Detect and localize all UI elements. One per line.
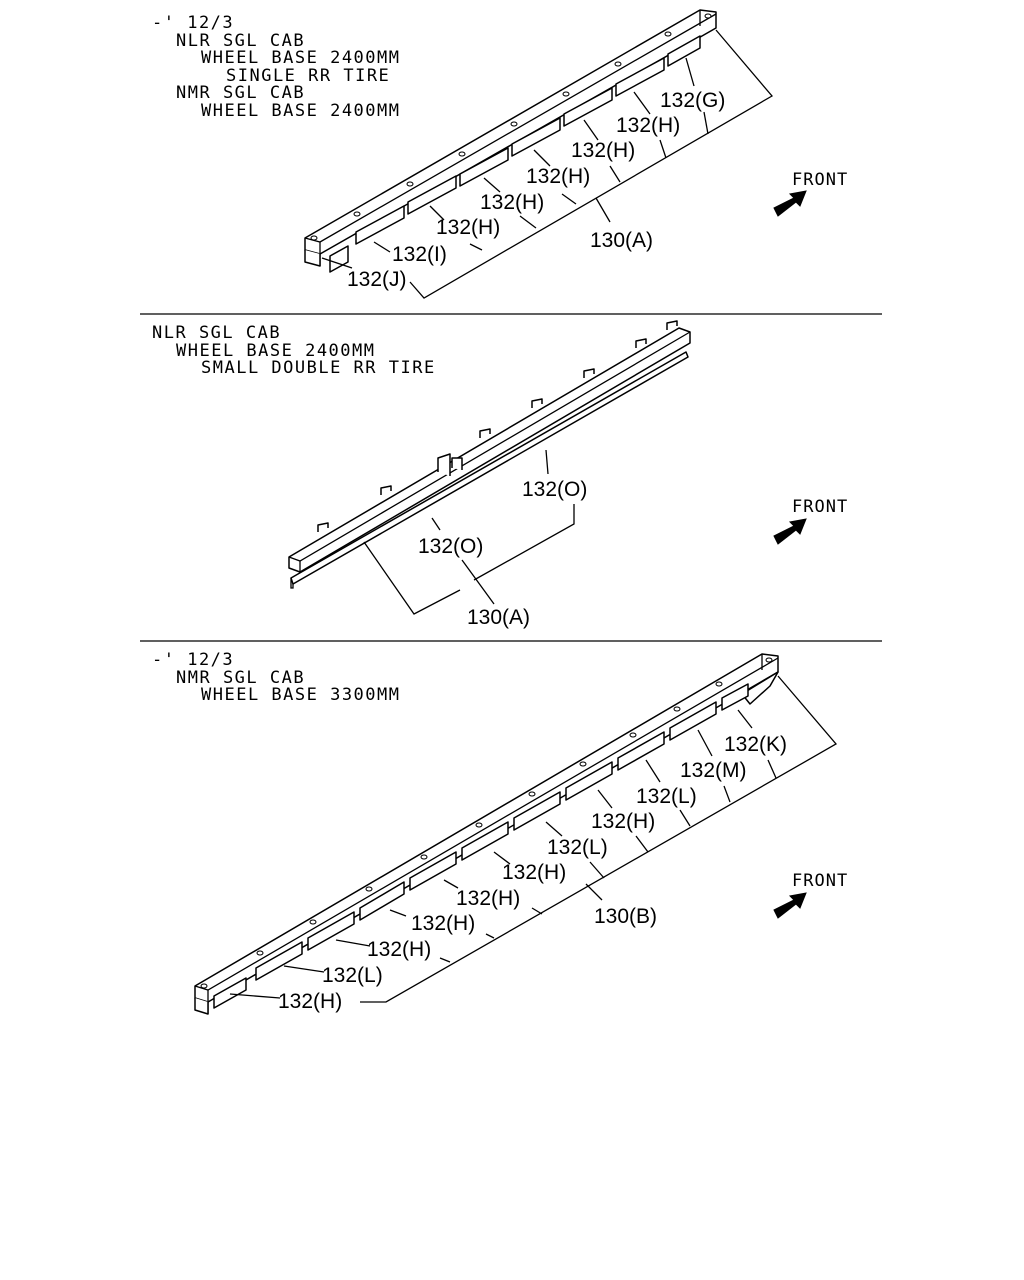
rail-130b — [194, 653, 779, 1015]
header-line: -' 12/3 — [152, 650, 234, 670]
spacer-blocks — [213, 683, 749, 1009]
callout-label: 132(H) — [616, 114, 680, 137]
header-line: SINGLE RR TIRE — [226, 66, 390, 86]
callout-label: 132(H) — [367, 938, 431, 961]
spacer-blocks — [329, 35, 701, 273]
front-label: FRONT — [792, 497, 848, 517]
callout-label: 132(H) — [480, 191, 544, 214]
callout-label: 132(H) — [456, 887, 520, 910]
callout-label: 132(H) — [526, 165, 590, 188]
callout-label: 132(H) — [591, 810, 655, 833]
rail-holes — [200, 657, 773, 989]
front-label: FRONT — [792, 170, 848, 190]
header-line: SMALL DOUBLE RR TIRE — [201, 358, 436, 378]
callout-label: 132(K) — [724, 733, 787, 756]
leader-lines — [229, 675, 838, 1003]
leader-lines — [321, 29, 773, 299]
callout-label: 132(H) — [502, 861, 566, 884]
section-2: NLR SGL CAB WHEEL BASE 2400MM SMALL DOUB… — [152, 320, 848, 629]
callout-label: 132(H) — [411, 912, 475, 935]
header-line: NLR SGL CAB — [176, 31, 305, 51]
callout-label: 132(O) — [522, 478, 587, 501]
front-label: FRONT — [792, 871, 848, 891]
section-3: -' 12/3 NMR SGL CAB WHEEL BASE 3300MM — [152, 650, 848, 1015]
callout-label: 132(G) — [660, 89, 725, 112]
front-arrow-icon — [773, 518, 807, 545]
front-arrow-icon — [773, 892, 807, 919]
callout-label: 132(M) — [680, 759, 747, 782]
callout-label: 132(O) — [418, 535, 483, 558]
header-line: NLR SGL CAB — [152, 323, 281, 343]
callout-label: 132(L) — [636, 785, 697, 808]
callout-label: 132(J) — [347, 268, 407, 291]
callout-label: 132(L) — [547, 836, 608, 859]
callout-label: 130(B) — [594, 905, 657, 928]
leader-lines — [363, 449, 575, 615]
callout-label: 132(H) — [571, 139, 635, 162]
section-1: -' 12/3 NLR SGL CAB WHEEL BASE 2400MM SI… — [152, 9, 848, 299]
callout-label: 132(I) — [392, 243, 447, 266]
header-line: WHEEL BASE 2400MM — [201, 101, 401, 121]
rail-130a — [288, 327, 691, 589]
front-arrow-icon — [773, 190, 807, 217]
rail-tabs — [317, 320, 678, 532]
callout-label: 130(A) — [590, 229, 653, 252]
header-line: NMR SGL CAB — [176, 668, 305, 688]
header-line: WHEEL BASE 2400MM — [176, 341, 376, 361]
callout-label: 130(A) — [467, 606, 530, 629]
header-line: NMR SGL CAB — [176, 83, 305, 103]
rail-holes — [310, 13, 712, 241]
callout-label: 132(H) — [436, 216, 500, 239]
callout-label: 132(L) — [322, 964, 383, 987]
header-line: -' 12/3 — [152, 13, 234, 33]
rail-130a — [304, 9, 717, 267]
header-line: WHEEL BASE 2400MM — [201, 48, 401, 68]
callout-label: 132(H) — [278, 990, 342, 1013]
header-line: WHEEL BASE 3300MM — [201, 685, 401, 705]
